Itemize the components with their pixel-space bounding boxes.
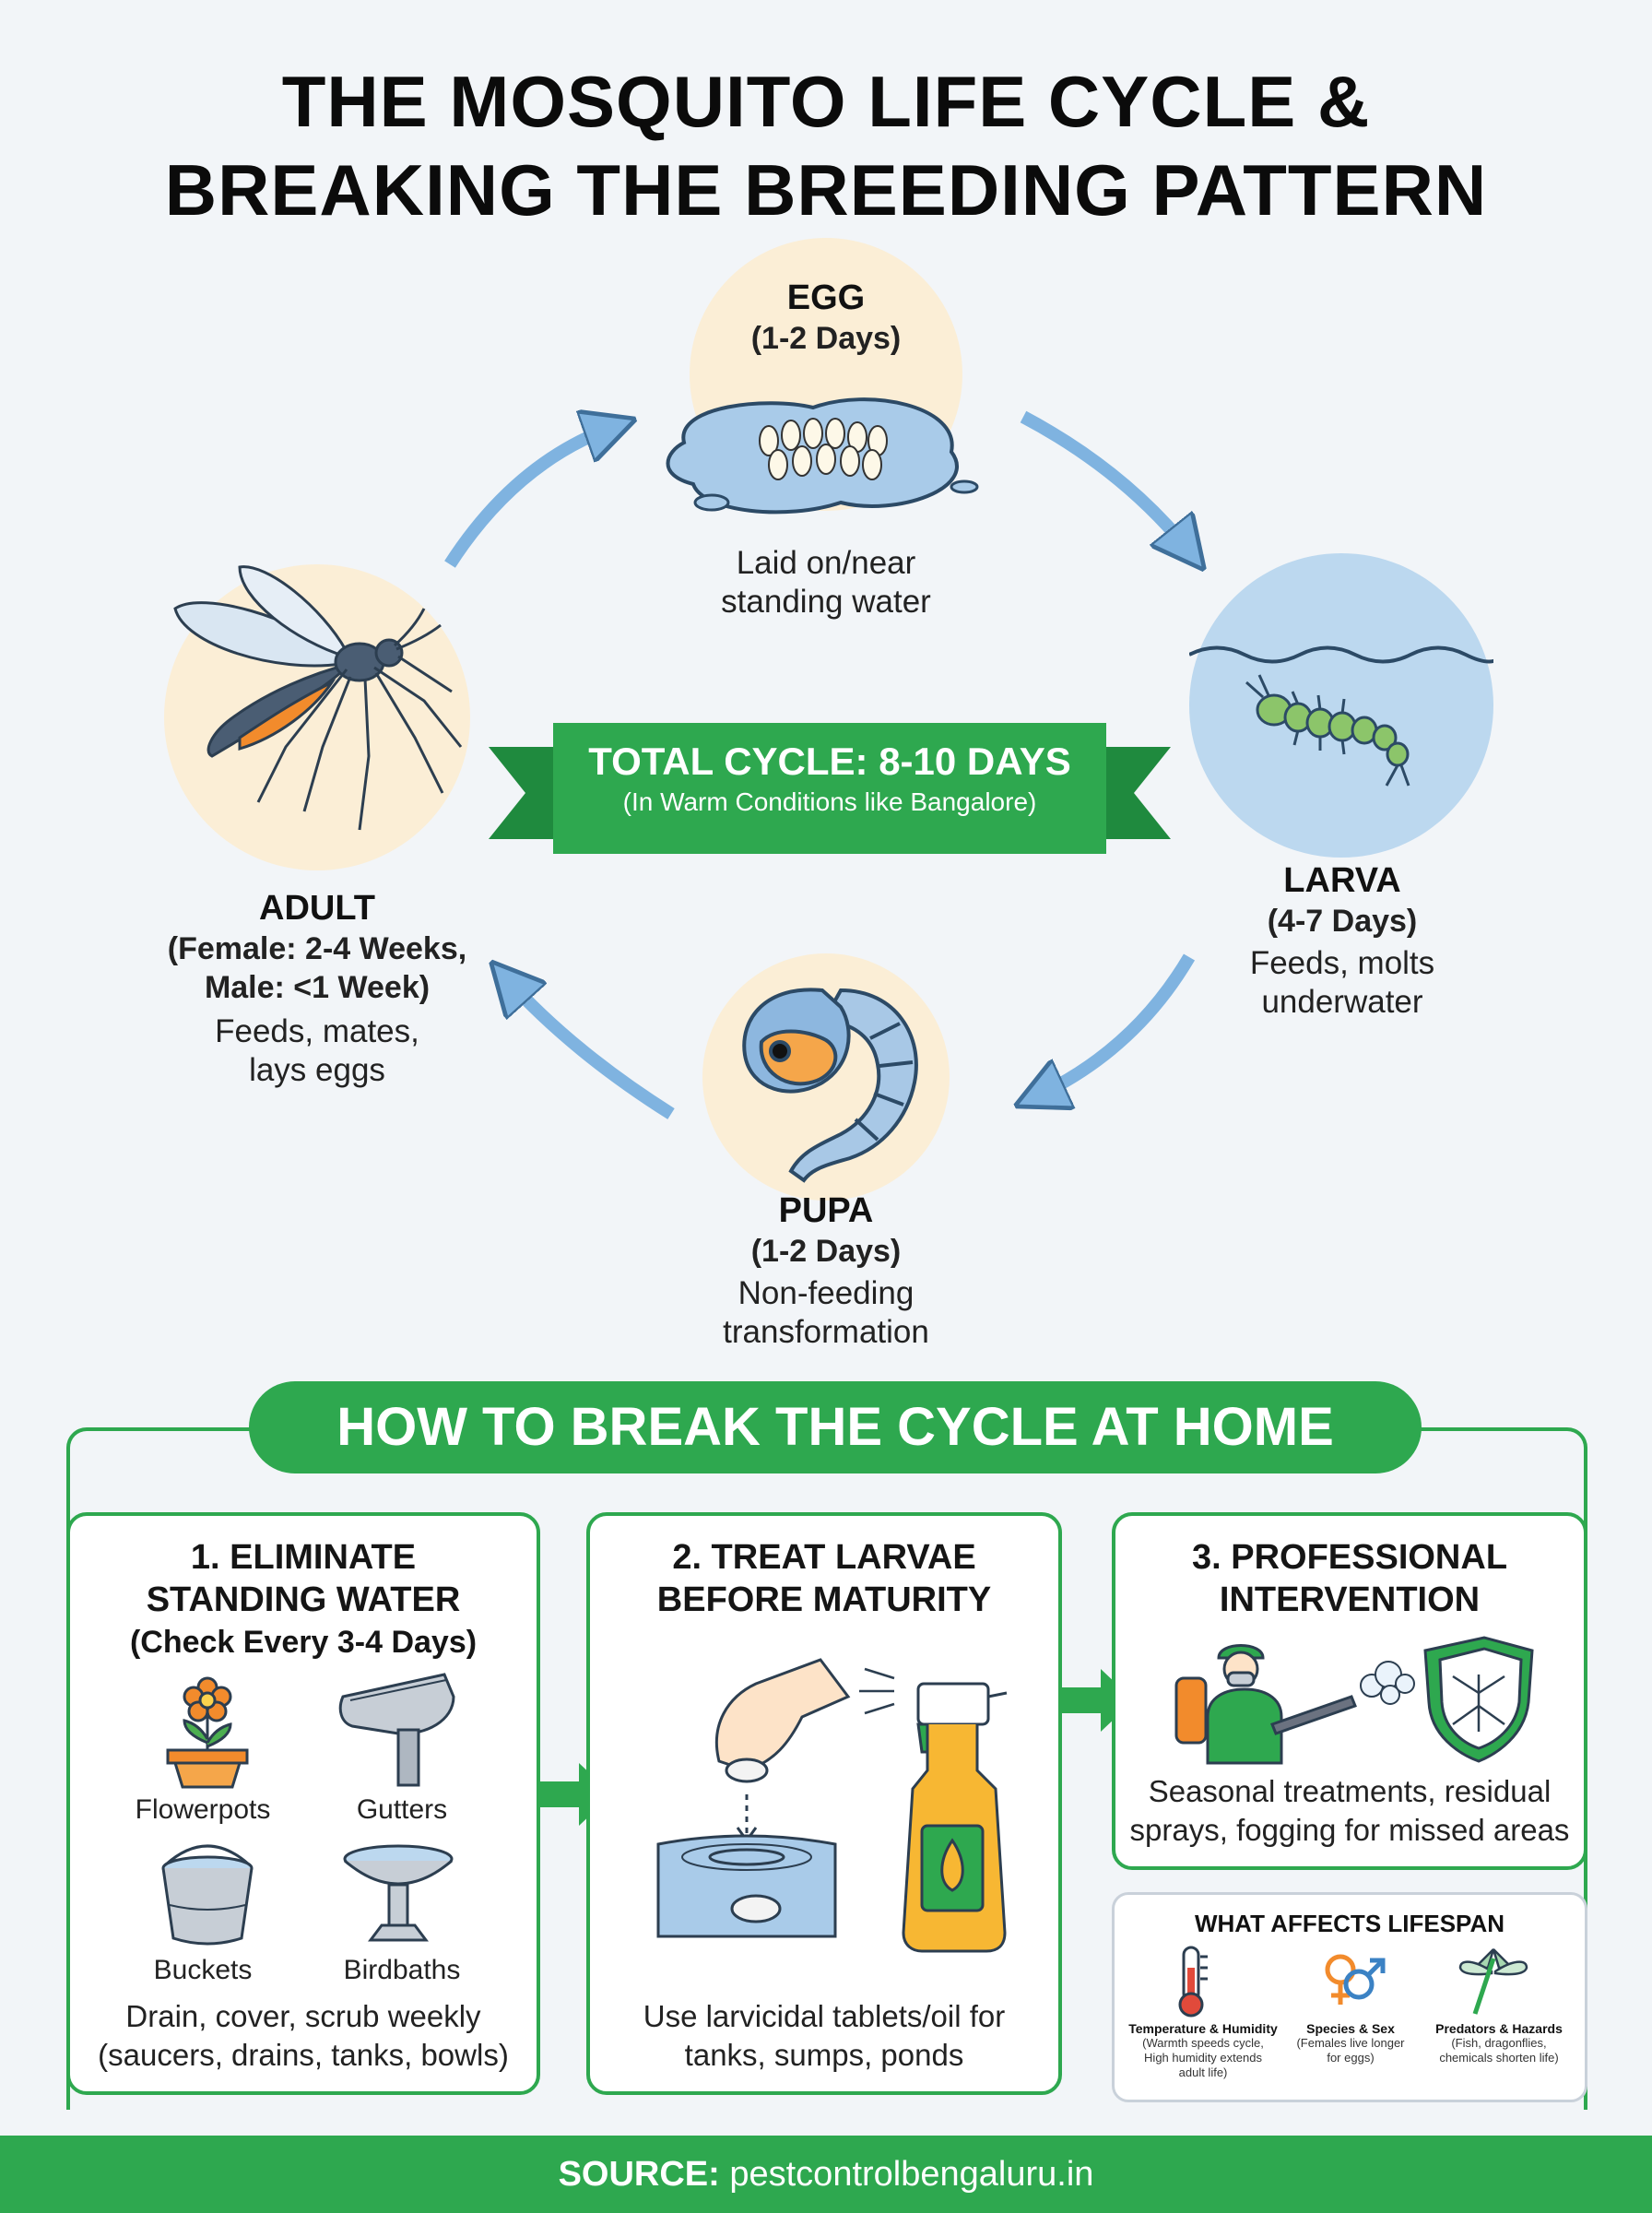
adult-name: ADULT xyxy=(259,889,375,928)
mosquito-icon xyxy=(173,565,463,831)
arrow-adult-to-egg xyxy=(444,426,616,568)
title-line-1: THE MOSQUITO LIFE CYCLE & xyxy=(281,61,1371,142)
footer: SOURCE: pestcontrolbengaluru.in xyxy=(0,2136,1652,2213)
adult-labels: ADULT (Female: 2-4 Weeks, Male: <1 Week)… xyxy=(125,887,509,1090)
lifespan-title: WHAT AFFECTS LIFESPAN xyxy=(1194,1910,1505,1937)
pupa-icon xyxy=(742,988,918,1183)
label-flowerpots: Flowerpots xyxy=(135,1794,271,1825)
larva-circle xyxy=(1189,553,1493,858)
arrow-larva-to-pupa xyxy=(1034,953,1196,1097)
label-buckets: Buckets xyxy=(153,1955,253,1985)
pupa-labels: PUPA (1-2 Days) Non-feeding transformati… xyxy=(642,1189,1010,1352)
thermometer-icon xyxy=(1178,1946,1208,2018)
step2-title: 2. TREAT LARVAE BEFORE MATURITY xyxy=(656,1538,992,1619)
egg-labels: EGG (1-2 Days) xyxy=(642,277,1010,358)
label-gutters: Gutters xyxy=(356,1794,448,1825)
cycle-arrows xyxy=(444,0,1652,1119)
arrow-pupa-to-adult xyxy=(505,977,675,1119)
footer-source-label: SOURCE: xyxy=(558,2155,720,2194)
factor-predators: Predators & Hazards (Fish, dragonflies, … xyxy=(1435,2021,1563,2065)
larvicide-icons xyxy=(656,1658,1008,1953)
egg-puddle-icon xyxy=(666,397,979,515)
larva-icon xyxy=(1189,645,1493,787)
ribbon-main: TOTAL CYCLE: 8-10 DAYS xyxy=(588,740,1071,783)
step1-card: 1. ELIMINATE STANDING WATER (Check Every… xyxy=(66,1512,540,2095)
larva-name: LARVA xyxy=(1283,861,1401,900)
dragonfly-icon xyxy=(1458,1948,1528,2015)
pupa-name: PUPA xyxy=(778,1191,874,1230)
adult-duration-female: (Female: 2-4 Weeks, xyxy=(167,931,467,966)
pupa-duration: (1-2 Days) xyxy=(750,1234,902,1269)
ribbon-sub: (In Warm Conditions like Bangalore) xyxy=(622,787,1037,816)
gutter-icon xyxy=(338,1673,455,1787)
label-birdbaths: Birdbaths xyxy=(343,1955,461,1985)
egg-name: EGG xyxy=(786,278,866,317)
page-title: THE MOSQUITO LIFE CYCLE & BREAKING THE B… xyxy=(0,57,1652,234)
section-title: HOW TO BREAK THE CYCLE AT HOME xyxy=(249,1381,1422,1473)
larva-labels: LARVA (4-7 Days) Feeds, molts underwater xyxy=(1158,859,1527,1022)
adult-duration-male: Male: <1 Week) xyxy=(204,970,431,1005)
step1-description: Drain, cover, scrub weekly (saucers, dra… xyxy=(98,1999,509,2072)
birdbath-icon xyxy=(343,1844,454,1942)
total-cycle-ribbon: TOTAL CYCLE: 8-10 DAYS (In Warm Conditio… xyxy=(553,738,1106,819)
bucket-icon xyxy=(161,1844,254,1946)
pest-professional-icon xyxy=(1174,1636,1534,1765)
ribbon-shape xyxy=(489,723,1171,854)
step3-title: 3. PROFESSIONAL INTERVENTION xyxy=(1191,1538,1508,1619)
step3-description: Seasonal treatments, residual sprays, fo… xyxy=(1129,1774,1570,1847)
footer-source-link[interactable]: pestcontrolbengaluru.in xyxy=(729,2155,1094,2194)
factor-species: Species & Sex (Females live longer for e… xyxy=(1296,2021,1405,2065)
arrow-egg-to-larva xyxy=(1020,410,1191,553)
flowerpot-icon xyxy=(166,1676,249,1789)
egg-duration: (1-2 Days) xyxy=(750,321,902,356)
title-line-2: BREAKING THE BREEDING PATTERN xyxy=(164,149,1488,231)
egg-description: Laid on/near standing water xyxy=(721,545,931,620)
gender-symbols-icon xyxy=(1325,1954,1386,2005)
factor-temperature: Temperature & Humidity (Warmth speeds cy… xyxy=(1128,2021,1278,2079)
larva-duration: (4-7 Days) xyxy=(1267,904,1418,939)
step2-description: Use larvicidal tablets/oil for tanks, su… xyxy=(643,1999,1006,2072)
step1-title: 1. ELIMINATE STANDING WATER (Check Every… xyxy=(129,1538,478,1660)
